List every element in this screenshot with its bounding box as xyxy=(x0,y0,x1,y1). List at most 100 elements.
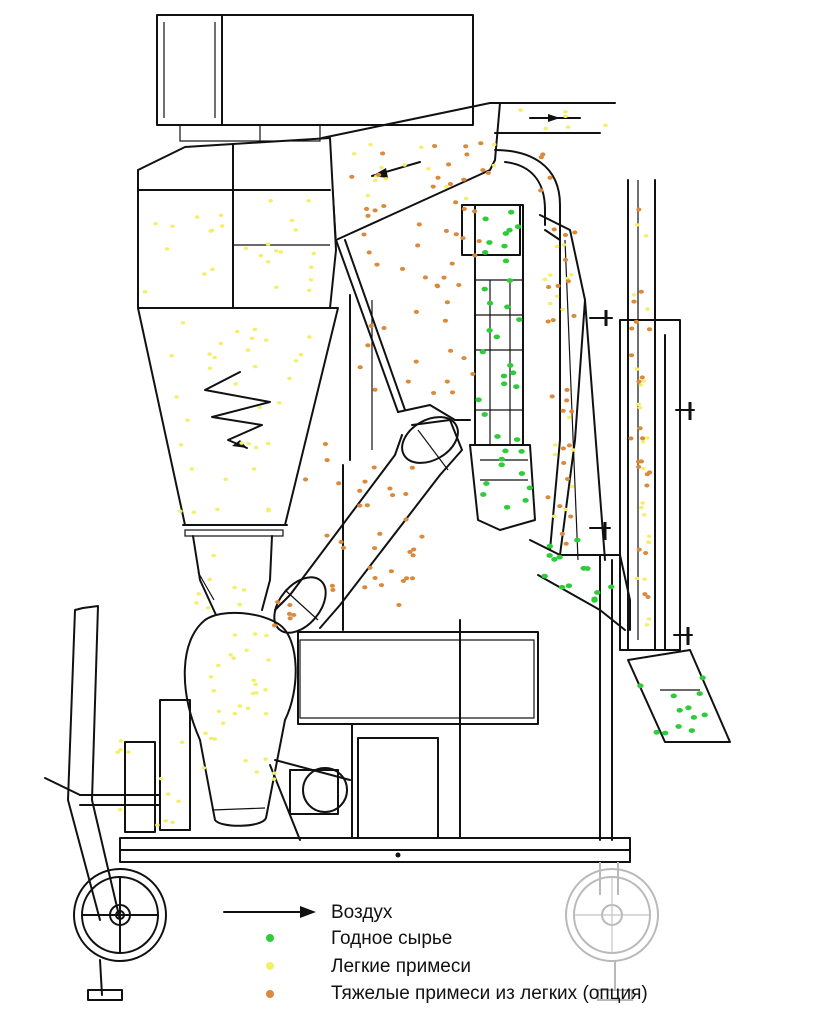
light-particle xyxy=(251,467,257,471)
good-particle xyxy=(508,209,515,215)
good-particle xyxy=(696,691,703,696)
heavy-particle xyxy=(409,465,415,470)
heavy-particle xyxy=(422,275,428,280)
good-particle xyxy=(486,240,493,245)
good-particle xyxy=(486,328,493,333)
light-particle xyxy=(271,777,277,781)
light-particle xyxy=(265,260,271,264)
light-particle xyxy=(246,442,252,446)
legend-air-label: Воздух xyxy=(331,902,393,923)
legend-graphics xyxy=(223,906,316,998)
heavy-particle xyxy=(571,313,577,318)
light-particle xyxy=(257,405,263,410)
good-particle xyxy=(516,317,523,322)
light-particle xyxy=(170,224,175,228)
light-particle xyxy=(426,167,431,171)
heavy-particle xyxy=(413,359,419,364)
light-particle xyxy=(569,484,575,489)
heavy-particle xyxy=(629,326,635,331)
heavy-particle xyxy=(633,319,639,324)
heavy-particle xyxy=(480,168,486,173)
right-channel xyxy=(619,179,731,743)
light-particle xyxy=(641,379,646,383)
good-particle xyxy=(506,227,513,233)
light-particle xyxy=(491,142,497,147)
separation-column xyxy=(335,204,631,841)
heavy-particle xyxy=(403,492,409,496)
light-particle xyxy=(548,273,553,277)
good-particle xyxy=(541,573,548,579)
light-particle xyxy=(245,706,251,710)
light-particle xyxy=(646,540,651,544)
light-particle xyxy=(266,509,271,513)
light-particle xyxy=(216,709,222,713)
heavy-particle xyxy=(368,323,374,328)
light-particle xyxy=(126,750,131,754)
light-particle xyxy=(306,288,312,293)
light-particle xyxy=(268,199,273,203)
good-particle xyxy=(690,715,698,720)
good-particle xyxy=(498,462,505,468)
heavy-particle xyxy=(538,188,544,193)
heavy-particle xyxy=(371,465,377,470)
light-particle xyxy=(365,193,371,198)
light-particle xyxy=(237,602,242,607)
heavy-particle xyxy=(434,283,440,288)
good-particle xyxy=(574,537,581,543)
light-particle xyxy=(210,267,215,271)
heavy-particle xyxy=(636,459,642,464)
light-particle xyxy=(402,163,407,167)
heavy-particle xyxy=(555,283,561,288)
light-particle xyxy=(287,376,292,381)
good-particle xyxy=(546,553,553,558)
light-particle xyxy=(243,759,248,763)
light-particle xyxy=(640,501,645,505)
light-particle xyxy=(561,243,567,247)
good-particle xyxy=(500,373,508,379)
light-particle xyxy=(351,152,357,156)
heavy-particle xyxy=(461,177,467,182)
heavy-particle xyxy=(453,200,459,205)
light-particle xyxy=(263,338,269,342)
good-particle xyxy=(518,449,525,454)
heavy-particle xyxy=(377,531,383,536)
light-particle xyxy=(289,218,295,223)
heavy-particle xyxy=(432,144,438,148)
heavy-particle xyxy=(472,209,478,214)
frame xyxy=(119,294,631,863)
light-particle xyxy=(211,689,217,693)
good-particle xyxy=(591,598,598,603)
heavy-particle xyxy=(361,232,367,237)
good-particle xyxy=(676,707,683,713)
good-particle xyxy=(509,370,517,376)
heavy-particle xyxy=(435,175,441,180)
heavy-particle xyxy=(461,356,467,361)
front-wheel xyxy=(73,868,167,1001)
heavy-particle xyxy=(564,398,570,403)
light-particle xyxy=(118,739,124,743)
light-particle xyxy=(265,441,271,446)
light-particle xyxy=(491,163,497,168)
heavy-particle xyxy=(411,547,417,552)
light-particle xyxy=(189,467,195,471)
heavy-particle xyxy=(460,236,466,241)
heavy-particle xyxy=(628,353,635,358)
legend-good-label: Годное сырье xyxy=(331,928,453,949)
light-particle xyxy=(631,293,637,297)
heavy-particle xyxy=(404,576,410,581)
light-particle xyxy=(646,534,652,538)
light-particle xyxy=(308,265,314,269)
good-particle xyxy=(653,729,660,735)
good-particle xyxy=(688,728,695,733)
legend-light-dot xyxy=(266,962,274,970)
heavy-particle xyxy=(372,576,378,580)
light-particle xyxy=(237,704,243,708)
light-particle xyxy=(569,273,574,277)
good-particle xyxy=(701,712,708,718)
heavy-particle xyxy=(563,541,569,546)
heavy-particle xyxy=(636,379,642,384)
heavy-particle xyxy=(357,365,363,370)
light-particle xyxy=(216,663,221,668)
heavy-particle xyxy=(485,170,491,175)
light-particle xyxy=(552,452,558,457)
